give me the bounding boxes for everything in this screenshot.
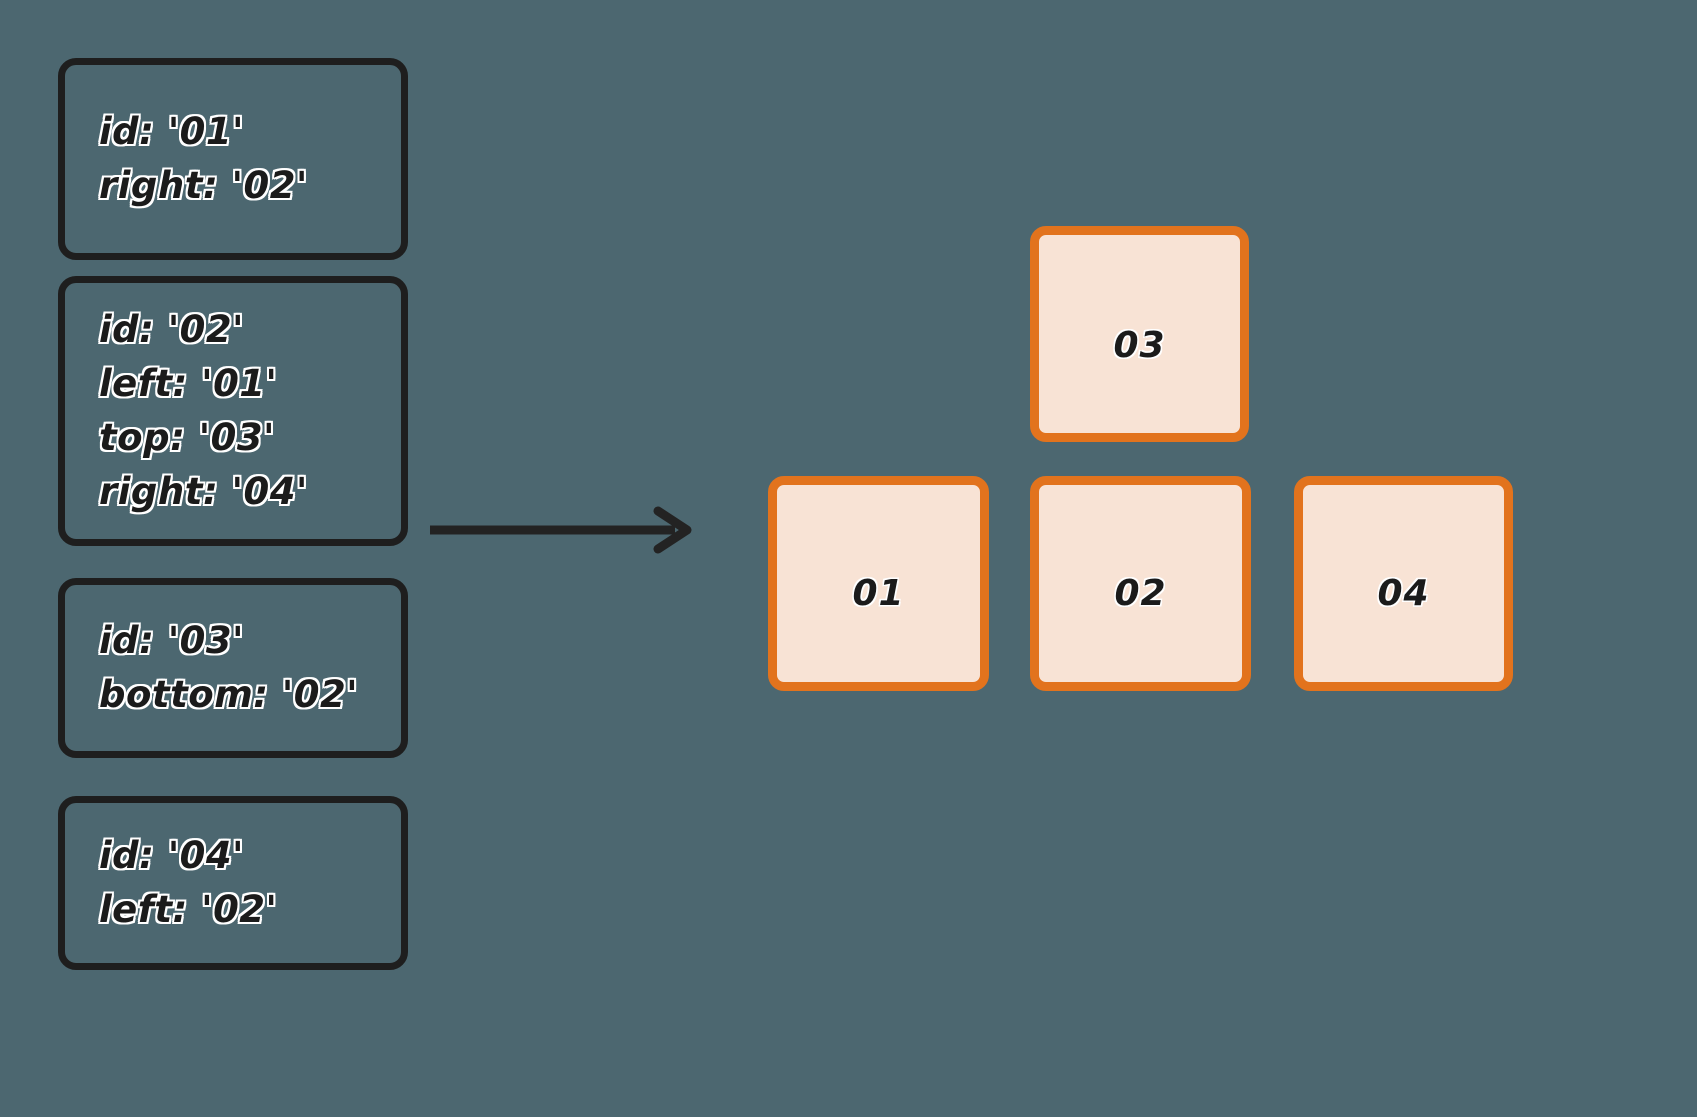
spec-box-01-lines: id: '01' right: '02' <box>65 105 401 213</box>
grid-card-02[interactable]: 02 <box>1030 476 1251 691</box>
spec-box-04-lines: id: '04' left: '02' <box>65 829 401 937</box>
spec-box-04: id: '04' left: '02' <box>58 796 408 970</box>
grid-card-label: 02 <box>1114 573 1167 614</box>
spec-line: bottom: '02' <box>99 673 359 716</box>
grid-card-label: 03 <box>1113 325 1166 366</box>
spec-box-03: id: '03' bottom: '02' <box>58 578 408 758</box>
grid-card-label: 04 <box>1377 573 1430 614</box>
spec-line: id: '01' <box>99 110 244 153</box>
spec-line: left: '01' <box>99 362 278 405</box>
spec-line: right: '02' <box>99 164 308 207</box>
spec-line: right: '04' <box>99 470 308 513</box>
grid-card-01[interactable]: 01 <box>768 476 989 691</box>
arrow-right-icon <box>430 506 692 554</box>
grid-card-03[interactable]: 03 <box>1030 226 1249 442</box>
spec-box-01: id: '01' right: '02' <box>58 58 408 260</box>
spec-line: id: '02' <box>99 308 244 351</box>
grid-card-04[interactable]: 04 <box>1294 476 1513 691</box>
spec-line: left: '02' <box>99 888 278 931</box>
spec-line: id: '03' <box>99 619 244 662</box>
spec-box-02: id: '02' left: '01' top: '03' right: '04… <box>58 276 408 546</box>
grid-card-label: 01 <box>852 573 905 614</box>
spec-box-02-lines: id: '02' left: '01' top: '03' right: '04… <box>65 303 401 519</box>
spec-box-03-lines: id: '03' bottom: '02' <box>65 614 401 722</box>
spec-line: id: '04' <box>99 834 244 877</box>
spec-line: top: '03' <box>99 416 275 459</box>
